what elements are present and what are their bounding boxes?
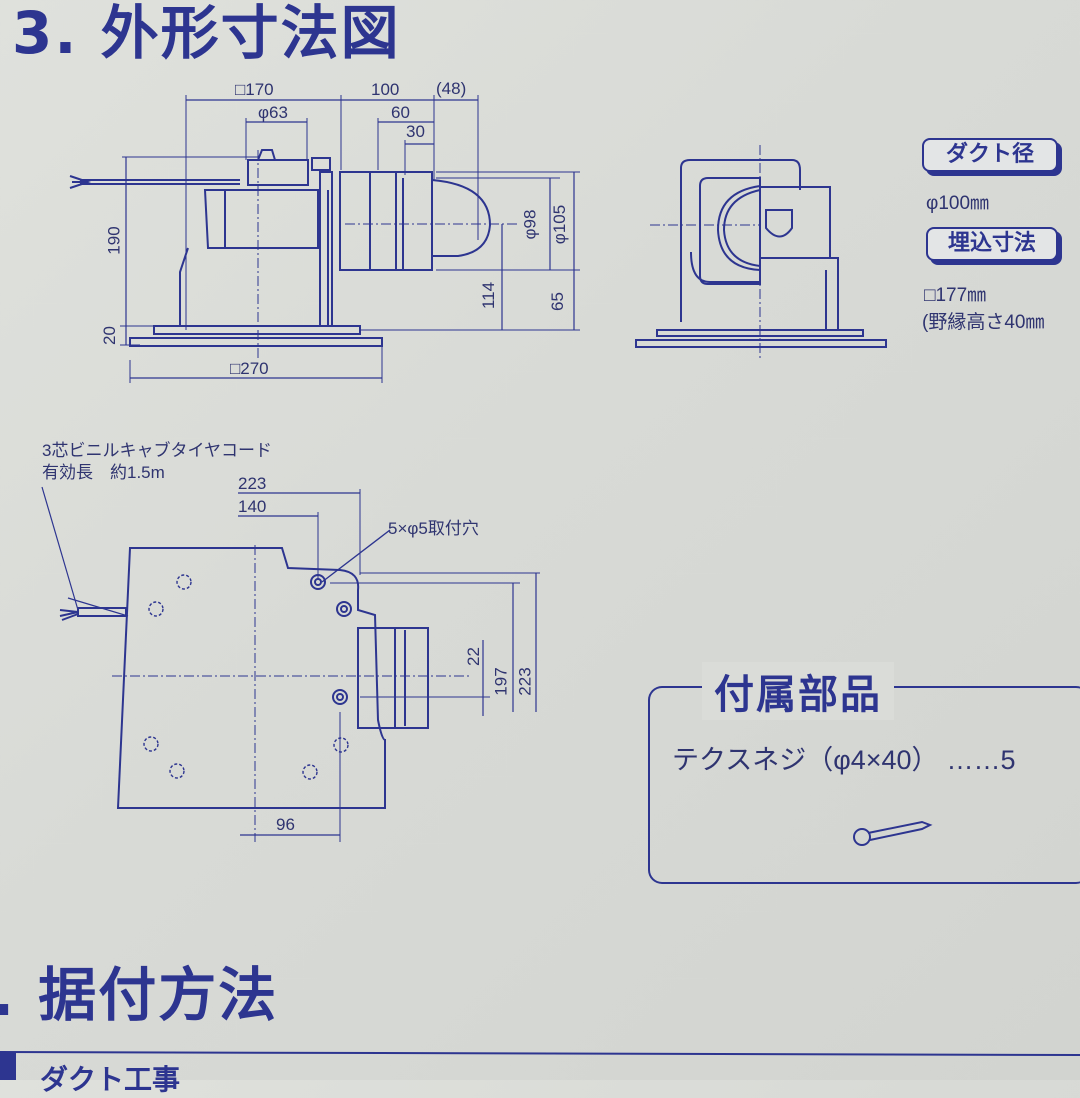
- embed-size-value: □177㎜: [924, 285, 987, 306]
- cord-note-line1: 3芯ビニルキャブタイヤコード: [42, 441, 272, 460]
- dim-center-114: 114: [479, 281, 499, 310]
- duct-diameter-value: φ100㎜: [926, 193, 990, 214]
- duct-diameter-label: ダクト径: [922, 138, 1058, 172]
- dim-height-190: 190: [104, 226, 124, 255]
- dim-197: 197: [491, 667, 511, 696]
- dim-offset-65: 65: [547, 292, 567, 311]
- accessory-item-label: テクスネジ（φ4×40）: [672, 745, 939, 775]
- mounting-holes-note: 5×φ5取付穴: [388, 519, 479, 538]
- dim-30: 30: [406, 122, 425, 141]
- dim-22: 22: [463, 647, 483, 666]
- dim-duct-100: 100: [371, 80, 400, 99]
- dim-duct-outer: φ105: [550, 204, 570, 245]
- section-4-title: . 据付方法: [0, 961, 279, 1029]
- dim-duct-48: (48): [436, 79, 467, 98]
- embed-size-note: (野縁高さ40㎜: [922, 312, 1045, 333]
- dim-width-170: □170: [235, 80, 274, 99]
- accessory-item-screw: テクスネジ（φ4×40）……5: [672, 738, 1016, 777]
- embed-size-label: 埋込寸法: [926, 227, 1058, 261]
- dim-flange-20: 20: [99, 326, 119, 345]
- accessories-title: 付属部品: [702, 662, 894, 720]
- dim-duct-inner: φ98: [520, 209, 540, 240]
- section-4-subheading: ダクト工事: [40, 1063, 181, 1096]
- dim-panel-270: □270: [230, 359, 269, 378]
- dim-fan-diameter: φ63: [258, 103, 288, 122]
- cord-note-line2: 有効長 約1.5m: [42, 463, 165, 482]
- section-3-title: 3. 外形寸法図: [12, 0, 401, 67]
- dim-223-vertical: 223: [515, 667, 535, 696]
- dim-96: 96: [276, 815, 295, 834]
- dim-140: 140: [238, 497, 267, 516]
- accessory-item-quantity: ……5: [946, 745, 1016, 775]
- dim-223-horizontal: 223: [238, 474, 267, 493]
- dim-60: 60: [391, 103, 410, 122]
